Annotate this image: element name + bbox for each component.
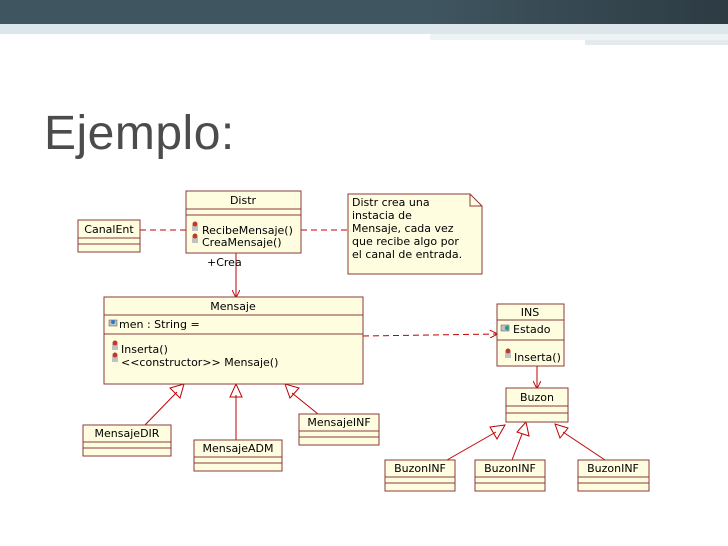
buzoninf3-generalization-head <box>554 423 569 440</box>
class-buzoninf-3: BuzonINF <box>577 459 650 492</box>
mensajedir-generalization-head <box>169 383 185 399</box>
operation-icon <box>192 233 198 243</box>
note-line-5: el canal de entrada. <box>352 248 462 261</box>
operation-icon <box>192 221 198 231</box>
class-ins-name: INS <box>521 306 539 319</box>
header-accent-strip-3 <box>585 40 728 45</box>
slide-title: Ejemplo: <box>44 107 235 160</box>
class-mensajeinf: MensajeINF <box>298 413 380 446</box>
mensajedir-generalization <box>144 391 178 426</box>
class-buzon-name: Buzon <box>520 391 554 404</box>
class-canalent-name: CanalEnt <box>84 223 134 236</box>
note-line-2: instacia de <box>352 209 412 222</box>
class-ins-op-inserta: Inserta() <box>514 351 561 364</box>
class-mensaje: Mensaje men : String = Inserta() <<const… <box>103 296 364 385</box>
operation-icon <box>112 340 118 350</box>
header-accent-strip-2 <box>430 34 728 40</box>
header-gradient <box>428 0 728 24</box>
slide-header-bar <box>0 0 728 24</box>
class-distr: Distr RecibeMensaje() CreaMensaje() <box>185 190 302 254</box>
note-line-1: Distr crea una <box>352 196 430 209</box>
class-buzoninf-2-name: BuzonINF <box>484 462 536 475</box>
uml-note: Distr crea una instacia de Mensaje, cada… <box>347 193 483 275</box>
class-mensajeinf-name: MensajeINF <box>307 416 370 429</box>
buzoninf2-generalization <box>511 433 523 461</box>
class-mensajeadm: MensajeADM <box>193 439 283 472</box>
connectors <box>140 229 606 461</box>
class-distr-name: Distr <box>230 194 257 207</box>
class-mensaje-name: Mensaje <box>210 300 256 313</box>
mensajeadm-generalization-head <box>229 382 243 398</box>
buzoninf3-generalization <box>562 431 606 461</box>
attribute-icon <box>500 324 510 332</box>
operation-icon <box>505 348 511 358</box>
class-ins-attr-estado: Estado <box>513 323 551 336</box>
class-mensaje-op-inserta: Inserta() <box>121 343 168 356</box>
class-buzoninf-3-name: BuzonINF <box>587 462 639 475</box>
class-distr-op-recibe: RecibeMensaje() <box>202 224 293 237</box>
note-line-3: Mensaje, cada vez <box>352 222 454 235</box>
mensajeinf-generalization-head <box>284 383 300 399</box>
class-mensaje-op-constructor: <<constructor>> Mensaje() <box>121 356 278 369</box>
buzoninf2-generalization-head <box>516 420 530 437</box>
class-mensajedir: MensajeDIR <box>82 424 172 457</box>
class-mensajeadm-name: MensajeADM <box>202 442 273 455</box>
note-line-4: que recibe algo por <box>352 235 459 248</box>
class-buzoninf-1: BuzonINF <box>384 459 456 492</box>
class-buzon: Buzon <box>505 387 569 423</box>
class-mensaje-attr-men: men : String = <box>119 318 200 331</box>
class-buzoninf-1-name: BuzonINF <box>394 462 446 475</box>
buzoninf1-generalization-head <box>489 424 506 440</box>
class-buzoninf-2: BuzonINF <box>474 459 546 492</box>
mensaje-ins-dependency <box>362 334 497 336</box>
operation-icon <box>112 352 118 362</box>
class-canalent: CanalEnt <box>77 219 141 253</box>
class-distr-op-crea: CreaMensaje() <box>202 236 282 249</box>
buzoninf1-generalization <box>446 431 497 461</box>
mensajeinf-generalization <box>291 392 319 415</box>
attribute-icon <box>108 319 118 327</box>
header-accent-strip <box>0 24 728 34</box>
association-label-crea: +Crea <box>207 256 242 269</box>
class-ins: INS Estado Inserta() <box>496 303 565 367</box>
class-mensajedir-name: MensajeDIR <box>95 427 160 440</box>
